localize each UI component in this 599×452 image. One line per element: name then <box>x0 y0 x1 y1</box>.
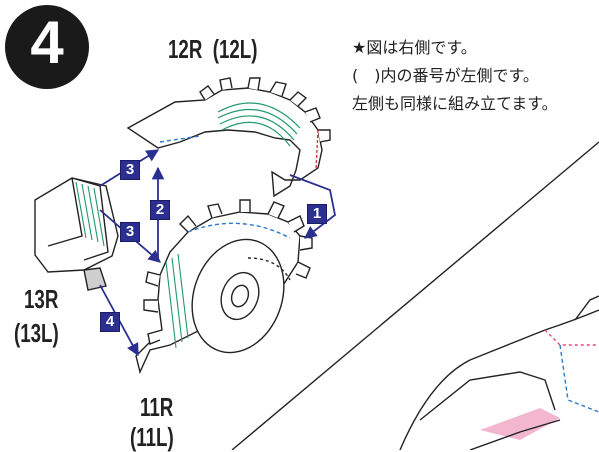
note-line-2: ( )内の番号が左側です。 <box>352 66 539 85</box>
badge-step-3b: 3 <box>120 222 140 242</box>
step-number: 4 <box>30 9 64 76</box>
note-line-3: 左側も同様に組み立てます。 <box>352 94 558 113</box>
part-label-11l: (11L) <box>130 422 174 452</box>
part-label-13l: (13L) <box>14 318 59 348</box>
badge-step-3a: 3 <box>120 160 140 180</box>
step-marker: 4 <box>5 5 89 89</box>
badge-step-2: 2 <box>150 200 170 220</box>
badge-step-4: 4 <box>100 312 120 332</box>
part-label-11r: 11R <box>140 392 174 422</box>
part-12-piece <box>126 77 331 198</box>
part-13-piece <box>34 177 119 291</box>
badge-step-1: 1 <box>307 204 327 224</box>
note-line-1: ★図は右側です。 <box>352 38 477 57</box>
part-11-piece <box>135 199 313 375</box>
part-label-13r: 13R <box>24 284 59 314</box>
car-body-outline <box>231 141 599 450</box>
part-label-12: 12R (12L) <box>168 34 258 64</box>
